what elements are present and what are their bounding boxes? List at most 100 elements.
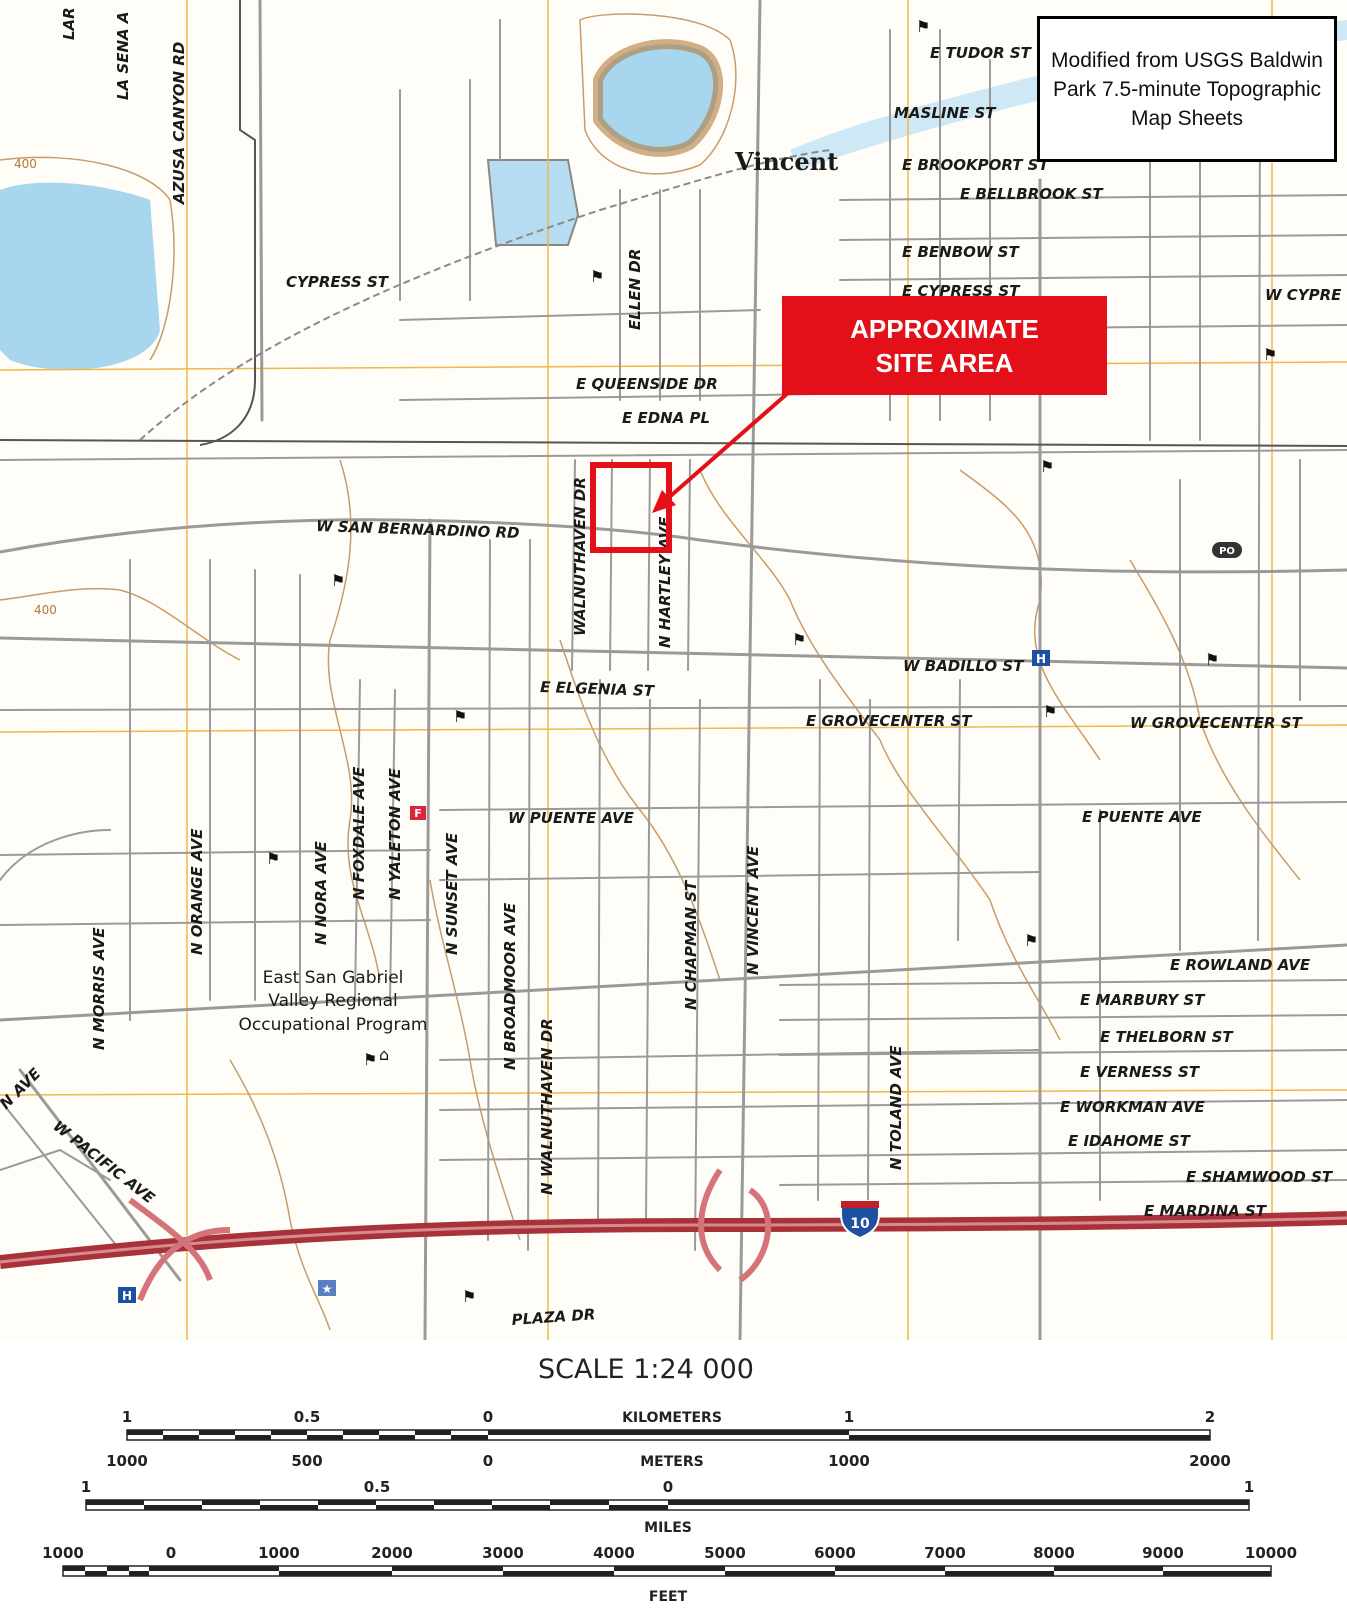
svg-text:F: F [414, 807, 422, 820]
street-label: E BENBOW ST [902, 243, 1020, 261]
school-flag-icon: ⚑ [1040, 457, 1054, 476]
scale-ft-unit: FEET [649, 1589, 688, 1605]
contour-label: 400 [14, 157, 37, 171]
street-label: CYPRESS ST [286, 273, 390, 291]
scale-m-label: 1000 [828, 1452, 870, 1470]
scale-km-unit: KILOMETERS [622, 1410, 722, 1426]
street-label: ELLEN DR [626, 249, 644, 330]
street-label: N MORRIS AVE [90, 927, 108, 1050]
school-flag-icon: ⚑ [792, 630, 806, 649]
scale-m-label: 0 [483, 1452, 493, 1470]
callout-line-2: SITE AREA [875, 347, 1014, 378]
scale-ft-label: 2000 [371, 1544, 413, 1562]
contour-label: 400 [34, 603, 57, 617]
scale-ft-label: 0 [166, 1544, 176, 1562]
school-house-icon: ⌂ [379, 1045, 389, 1064]
street-label: E ELGENIA ST [540, 678, 656, 700]
scale-km-label: 0.5 [294, 1408, 321, 1426]
street-label: E THELBORN ST [1100, 1028, 1234, 1046]
street-label: AZUSA CANYON RD [170, 42, 188, 205]
institution-label-line2: Valley Regional [268, 991, 397, 1011]
street-label: E CYPRESS ST [902, 282, 1021, 300]
hospital-icon-south [118, 1287, 136, 1303]
road-network [0, 0, 1347, 1342]
scale-mi-label: 1 [81, 1478, 91, 1496]
interstate-shield: 10 [840, 1200, 880, 1240]
street-label: PLAZA DR [511, 1305, 596, 1329]
reservoir-west [0, 182, 160, 370]
fire-station-icon [410, 806, 426, 820]
scale-ft-label: 1000 [258, 1544, 300, 1562]
scale-ft-label: 5000 [704, 1544, 746, 1562]
map-symbols: H H F ★ PO ⚑ ⚑ ⚑ ⚑ ⚑ ⚑ ⚑ ⚑ ⚑ ⚑ ⚑ ⚑ ⚑ ⌂ [118, 17, 1277, 1306]
scale-m-unit: METERS [640, 1454, 703, 1470]
street-label: MASLINE ST [894, 104, 997, 122]
street-label: E BELLBROOK ST [960, 185, 1104, 203]
school-flag-icon: ⚑ [331, 571, 345, 590]
street-label: LAR [60, 7, 78, 40]
school-flag-icon: ⚑ [462, 1287, 476, 1306]
scale-ft-label: 10000 [1245, 1544, 1297, 1562]
street-label: W PUENTE AVE [508, 809, 635, 827]
scale-mi-unit: MILES [644, 1520, 692, 1536]
street-label: N CHAPMAN ST [682, 879, 700, 1010]
school-flag-icon: ⚑ [916, 17, 930, 36]
street-label: E BROOKPORT ST [902, 156, 1050, 174]
street-label: E IDAHOME ST [1068, 1132, 1192, 1150]
scale-ft-label: 1000 [42, 1544, 84, 1562]
street-label: N ORANGE AVE [188, 828, 206, 955]
institution-label-line1: East San Gabriel [263, 968, 404, 988]
callout-arrow [652, 391, 790, 513]
school-flag-icon: ⚑ [1024, 931, 1038, 950]
street-label: E MARBURY ST [1080, 991, 1206, 1009]
street-label: W GROVECENTER ST [1130, 714, 1304, 732]
street-label: E QUEENSIDE DR [576, 375, 718, 393]
street-label: E MARDINA ST [1144, 1202, 1268, 1220]
street-label: N SUNSET AVE [443, 832, 461, 955]
school-flag-icon: ⚑ [1043, 702, 1057, 721]
street-label: W BADILLO ST [903, 657, 1025, 675]
hospital-icon [1032, 650, 1050, 666]
pond-vincent [486, 159, 580, 246]
street-label: E VERNESS ST [1080, 1063, 1201, 1081]
school-flag-icon: ⚑ [266, 849, 280, 868]
post-office-icon [1212, 542, 1242, 558]
street-label: E SHAMWOOD ST [1186, 1168, 1334, 1186]
scale-title: SCALE 1:24 000 [538, 1354, 754, 1385]
street-label: N TOLAND AVE [887, 1045, 905, 1170]
scale-km-label: 1 [122, 1408, 132, 1426]
street-label: E ROWLAND AVE [1170, 956, 1311, 974]
source-note: Modified from USGS Baldwin Park 7.5-minu… [1037, 16, 1337, 162]
street-label: E WORKMAN AVE [1060, 1098, 1205, 1116]
source-note-text: Modified from USGS Baldwin Park 7.5-minu… [1051, 48, 1323, 130]
svg-text:H: H [122, 1289, 132, 1303]
street-label: W CYPRE [1265, 286, 1342, 304]
street-label: N BROADMOOR AVE [501, 902, 519, 1070]
police-icon [318, 1280, 336, 1296]
street-label: N VINCENT AVE [744, 845, 762, 975]
street-label: E EDNA PL [622, 409, 710, 427]
scale-ft-label: 4000 [593, 1544, 635, 1562]
site-boundary-box [590, 462, 672, 553]
scale-ft-label: 6000 [814, 1544, 856, 1562]
scale-mi-label: 0.5 [364, 1478, 391, 1496]
scale-panel [34, 1340, 1314, 1608]
scale-m-label: 500 [291, 1452, 322, 1470]
site-area-callout: APPROXIMATE SITE AREA [782, 296, 1107, 395]
contour-lines [0, 13, 1301, 1331]
scale-ft-label: 8000 [1033, 1544, 1075, 1562]
map-background [0, 0, 1347, 1340]
scale-mi-label: 1 [1244, 1478, 1254, 1496]
school-flag-icon: ⚑ [1205, 650, 1219, 669]
scale-ft-label: 9000 [1142, 1544, 1184, 1562]
callout-line-1: APPROXIMATE [850, 313, 1039, 344]
street-label: E TUDOR ST [930, 44, 1033, 62]
street-label: N FOXDALE AVE [350, 766, 368, 900]
school-flag-icon: ⚑ [1263, 345, 1277, 364]
scale-km-label: 1 [844, 1408, 854, 1426]
scale-mi-label: 0 [663, 1478, 673, 1496]
svg-text:H: H [1036, 652, 1046, 666]
interstate-number: 10 [850, 1216, 870, 1232]
school-flag-icon: ⚑ [363, 1050, 377, 1069]
